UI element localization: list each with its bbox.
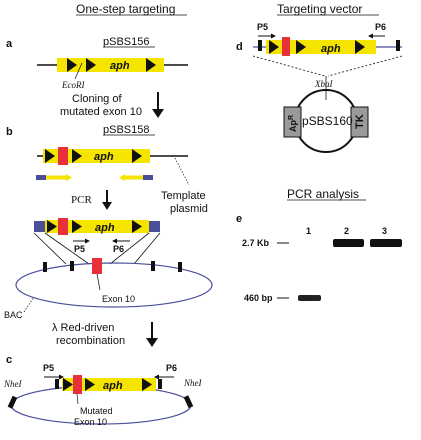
panel-e: PCR analysis e 1 2 3 2.7 Kb 460 bp [236,187,406,322]
pcr-label: PCR [71,194,92,206]
panel-a: a pSBS156 aph EcoRI [6,36,188,90]
primer-p6-label: P6 [113,244,124,254]
tk-label: TK [354,114,366,129]
panel-c: c NheI NheI aph P5 P6 Mutated Exon 10 [3,354,202,427]
lane-2-label: 2 [344,226,349,236]
panel-a-plasmid: pSBS156 [103,36,149,48]
d-primer-p6-label: P6 [375,22,386,32]
pcr-arrow-icon [102,202,112,210]
frt-site-b3-icon [132,149,142,163]
step2-line2: recombination [56,335,125,347]
panel-b-pcr-gene: aph [95,222,115,234]
d-aph-insert [266,40,376,54]
panel-d: d aph P5 P6 XbaI ApR TK pSBS160 [236,22,403,153]
panel-d-letter: d [236,41,243,53]
panel-e-letter: e [236,213,242,225]
aph-insert-b [43,149,150,163]
step-arrow-down-icon [152,109,164,118]
exon-10-mutant-block [58,147,68,165]
marker-low-label: 460 bp [244,293,273,303]
amp-label: ApR [288,115,298,132]
frt-site-b1-icon [45,149,55,163]
primer-p5-label: P5 [74,244,85,254]
step-arrow-down-2-icon [146,338,158,347]
panel-a-gene: aph [110,60,130,72]
band-lane2-2.7kb [333,239,364,247]
homology-arm-right [149,221,160,232]
right-title: Targeting vector [277,2,362,16]
primer-reverse-icon [119,174,125,181]
step1-line2: mutated exon 10 [60,106,142,118]
c-primer-p6-label: P6 [166,363,177,373]
d-primer-p5-label: P5 [257,22,268,32]
panel-b-letter: b [6,126,13,138]
step2-line1: λ Red-driven [52,322,114,334]
bac-label: BAC [4,310,23,320]
template-line1: Template [161,190,206,202]
exon-10-label: Exon 10 [102,294,135,304]
band-lane3-2.7kb [370,239,402,247]
amp-cassette [283,106,302,138]
template-line2: plasmid [170,203,208,215]
vector-name: pSBS160 [302,114,353,128]
mutated-line1: Mutated [80,406,113,416]
mutated-exon-block [73,375,82,394]
panel-a-letter: a [6,38,13,50]
panel-b-gene: aph [94,151,114,163]
frt-site-right-icon [146,58,156,72]
gel-image [294,222,406,322]
frt-site-b2-icon [72,149,82,163]
frt-site-mid-icon [86,58,96,72]
left-title: One-step targeting [76,2,175,16]
tk-cassette [350,106,369,138]
lane-1-label: 1 [306,226,311,236]
panel-c-gene: aph [103,380,123,392]
gel-title: PCR analysis [287,187,359,201]
nhei-left-label: NheI [3,379,22,389]
exon-10-block [92,258,102,274]
panel-b-plasmid: pSBS158 [103,124,149,136]
frt-site-left-icon [67,58,77,72]
band-lane1-460bp [298,295,321,301]
ecori-site-label: EcoRI [61,80,85,90]
step1-line1: Cloning of [72,93,122,105]
c-primer-p5-label: P5 [43,363,54,373]
panel-b: b pSBS158 aph Template plasmid PCR ap [4,124,213,320]
panel-c-letter: c [6,354,12,366]
primer-forward-icon [66,174,72,181]
lane-3-label: 3 [382,226,387,236]
d-exon-block [282,37,290,56]
aph-insert [57,58,164,72]
pcr-product [45,220,149,233]
homology-arm-left [34,221,45,232]
marker-high-label: 2.7 Kb [242,238,270,248]
panel-d-gene: aph [321,43,341,55]
bac-circle [15,262,213,308]
mutated-line2: Exon 10 [74,417,107,427]
xbai-site-label: XbaI [314,79,333,89]
nhei-right-label: NheI [183,378,202,388]
